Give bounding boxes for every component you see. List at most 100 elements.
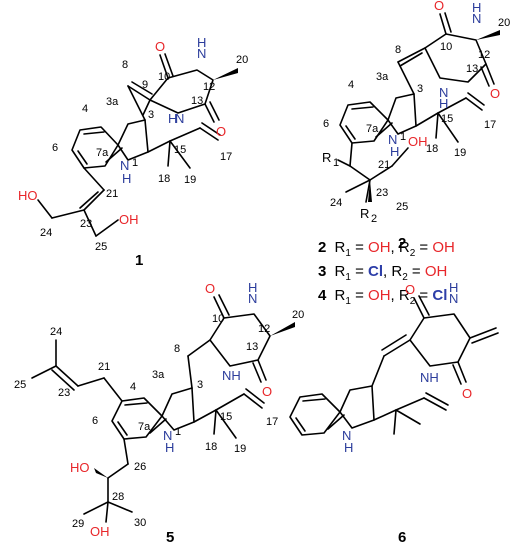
c2-num-15: 15 <box>441 113 453 125</box>
c1-oxygen-13: O <box>216 124 226 139</box>
c2-num-8: 8 <box>395 44 401 56</box>
c5-num-19: 19 <box>234 443 246 455</box>
c5-h-11: H <box>248 280 257 295</box>
c6-h-1: H <box>344 440 353 455</box>
c2-num-24: 24 <box>330 197 342 209</box>
c2-num-10: 10 <box>440 41 452 53</box>
c1-num-3a: 3a <box>106 96 119 108</box>
c2-num-1: 1 <box>400 131 406 143</box>
compound-6: O N H O NH N H 6 <box>289 280 499 546</box>
c1-num-21: 21 <box>106 188 118 200</box>
c1-num-13: 13 <box>191 95 203 107</box>
c1-num-8: 8 <box>122 59 128 71</box>
c5-num-12: 12 <box>258 323 270 335</box>
c5-num-15: 15 <box>220 411 232 423</box>
c1-h-1: H <box>122 171 131 186</box>
c2-nh-1: N <box>388 132 397 147</box>
c5-num-29: 29 <box>72 518 84 530</box>
c2-num-3a: 3a <box>376 71 389 83</box>
c5-num-3a: 3a <box>152 369 165 381</box>
c1-num-18: 18 <box>158 173 170 185</box>
c2-r1: R <box>322 150 331 165</box>
c2-h-14: H <box>439 96 448 111</box>
c1-num-12: 12 <box>203 81 215 93</box>
c1-ho-24: HO <box>18 188 38 203</box>
c2-h-1: H <box>390 144 399 159</box>
c2-num-25: 25 <box>396 201 408 213</box>
c5-num-17: 17 <box>266 416 278 428</box>
c1-num-15: 15 <box>174 144 186 156</box>
c2-num-4: 4 <box>348 79 354 91</box>
c2-num-20: 20 <box>498 17 510 29</box>
compound-label-1: 1 <box>135 252 143 269</box>
c1-num-1: 1 <box>132 157 138 169</box>
c2-oxygen-10: O <box>434 0 444 13</box>
c5-num-13: 13 <box>246 341 258 353</box>
c5-num-6: 6 <box>92 415 98 427</box>
c1-num-9: 9 <box>142 79 148 91</box>
substituent-line-3: 3 R1 = Cl, R2 = OH <box>318 263 447 283</box>
c5-num-21: 21 <box>98 361 110 373</box>
c1-num-24: 24 <box>40 227 52 239</box>
compound-label-6: 6 <box>398 529 406 546</box>
substituent-table: 2 R1 = OH, R2 = OH 3 R1 = Cl, R2 = OH 4 … <box>318 239 455 307</box>
c2-num-19: 19 <box>454 147 466 159</box>
c5-num-28: 28 <box>112 491 124 503</box>
c6-h-a: H <box>449 280 458 295</box>
c2-r2-sub: 2 <box>371 213 377 225</box>
c5-num-25: 25 <box>14 379 26 391</box>
compound-label-2: 2 <box>398 235 406 252</box>
compound-5: O N H O NH N H HO OH 8 10 12 13 20 3 3a … <box>14 280 304 546</box>
c1-h-14: H <box>168 111 177 126</box>
substituent-line-2: 2 R1 = OH, R2 = OH <box>318 239 455 259</box>
c6-oxygen-b: O <box>462 386 472 401</box>
c5-num-24: 24 <box>50 326 62 338</box>
c2-num-18: 18 <box>426 143 438 155</box>
c5-oxygen-13: O <box>262 384 272 399</box>
c6-nh-b: NH <box>420 370 439 385</box>
c1-nh-11: N <box>197 46 206 61</box>
c1-num-25: 25 <box>95 241 107 253</box>
c5-oxygen-10: O <box>205 281 215 296</box>
c6-nh-1: N <box>342 428 351 443</box>
substituent-line-4: 4 R1 = OH, R2 = Cl <box>318 287 447 307</box>
c1-oh-25: OH <box>119 212 139 227</box>
c5-num-8: 8 <box>174 343 180 355</box>
c2-num-6: 6 <box>323 118 329 130</box>
c5-num-10: 10 <box>212 313 224 325</box>
c2-num-12: 12 <box>478 49 490 61</box>
c2-h-11: H <box>472 0 481 15</box>
c5-oh-28: OH <box>90 524 110 539</box>
c5-nh-11: N <box>248 291 257 306</box>
c6-nh-a: N <box>449 291 458 306</box>
c5-num-3: 3 <box>197 379 203 391</box>
c1-nh-14: N <box>175 111 184 126</box>
c2-r2: R <box>360 206 369 221</box>
c1-num-17: 17 <box>220 151 232 163</box>
c1-num-10: 10 <box>158 71 170 83</box>
c1-num-20: 20 <box>236 54 248 66</box>
c2-num-7a: 7a <box>366 123 379 135</box>
c1-oxygen-10: O <box>155 39 165 54</box>
c2-num-3: 3 <box>417 83 423 95</box>
c1-num-4: 4 <box>82 103 88 115</box>
c1-num-3: 3 <box>148 109 154 121</box>
c1-h-11: H <box>197 35 206 50</box>
c5-nh-14: NH <box>222 368 241 383</box>
c5-h-1: H <box>165 440 174 455</box>
c2-num-21: 21 <box>378 159 390 171</box>
c5-num-23: 23 <box>58 387 70 399</box>
c2-oxygen-13: O <box>490 86 500 101</box>
c5-num-26: 26 <box>134 461 146 473</box>
c2-r1-sub: 1 <box>333 157 339 169</box>
c2-num-23: 23 <box>376 187 388 199</box>
c2-oh-25: OH <box>408 134 428 149</box>
c5-nh-1: N <box>163 428 172 443</box>
c2-num-13: 13 <box>466 63 478 75</box>
c5-num-20: 20 <box>292 309 304 321</box>
c5-num-7a: 7a <box>138 421 151 433</box>
compound-1: O N H O N H N H HO OH 8 9 10 12 13 20 3 … <box>18 35 248 269</box>
c2-num-17: 17 <box>484 119 496 131</box>
c5-num-4: 4 <box>130 381 136 393</box>
